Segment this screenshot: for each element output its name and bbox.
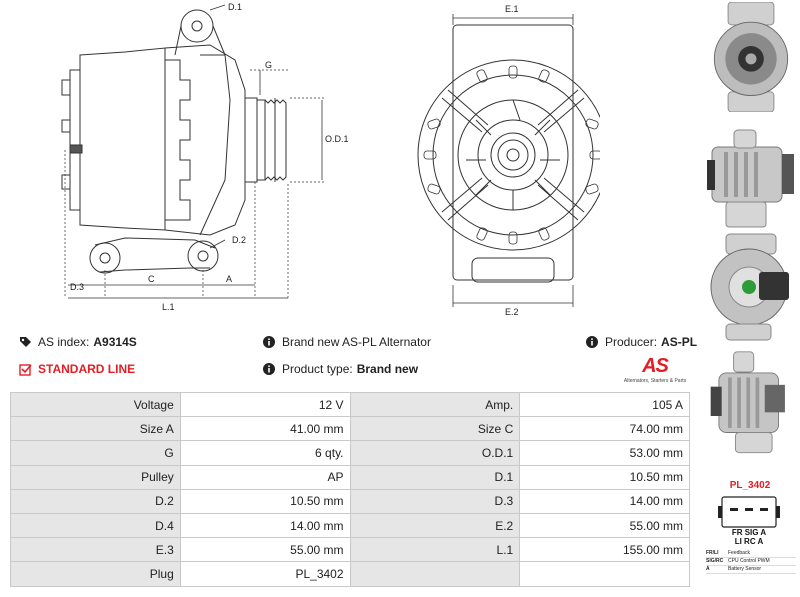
label-d2: D.2 [232,235,246,245]
technical-drawing: D.1 G O.D.1 D.2 D.3 C A L.1 [0,0,700,325]
spec-value: 10.50 mm [179,488,351,514]
spec-key: Voltage [10,391,181,418]
spec-key: D.3 [349,488,521,514]
standard-line-text: STANDARD LINE [38,362,136,376]
plug-legend-desc: CPU Control PWM [728,558,770,564]
spec-value: PL_3402 [179,561,351,587]
spec-value: 74.00 mm [519,416,690,442]
brand-new-row: Brand new AS-PL Alternator [262,335,431,349]
tag-icon [18,335,32,349]
front-view-drawing: E.1 E.2 [417,4,600,317]
product-type-row: Product type: Brand new [262,362,418,376]
plug-legend-item: FR/LI Feedback [706,550,796,558]
spec-key: D.1 [349,464,521,490]
plug-legend-item: A Battery Sensor [706,566,796,574]
product-photo-angle[interactable] [704,350,798,460]
label-d3: D.3 [70,282,84,292]
product-type-value: Brand new [356,362,419,376]
plug-legend-desc: Battery Sensor [728,566,762,572]
spec-value: 12 V [179,391,351,418]
spec-value: 105 A [519,391,690,418]
label-od1: O.D.1 [325,134,349,144]
spec-key: Amp. [349,391,521,418]
spec-value: 155.00 mm [519,537,690,563]
plug-diagram: FR SIG A LI RC A [718,496,780,546]
logo-tagline: Alternators, Starters & Parts [623,378,687,384]
spec-value: 14.00 mm [179,512,351,539]
spec-key: D.2 [10,488,181,514]
product-photos [700,0,800,470]
producer-value: AS-PL [661,335,698,349]
info-icon [585,335,599,349]
spec-key: Size A [10,416,181,442]
spec-value: AP [179,464,351,490]
logo-mark: AS [642,355,669,377]
spec-value: 55.00 mm [179,537,351,563]
spec-value: 10.50 mm [519,464,690,490]
label-e2: E.2 [505,307,519,317]
plug-legend-code: SIG/RC [706,558,724,564]
label-c: C [148,274,155,284]
spec-key: O.D.1 [349,440,521,466]
as-index-row: AS index: A9314S [18,335,137,349]
info-icon [262,335,276,349]
plug-legend-desc: Feedback [728,550,750,556]
label-a: A [226,274,232,284]
spec-value [519,561,690,587]
spec-value: 41.00 mm [179,416,351,442]
checkbox-icon [18,362,32,376]
info-icon [262,362,276,376]
product-photo-front[interactable] [704,2,798,112]
plug-legend-item: SIG/RC CPU Control PWM [706,558,796,566]
spec-key: G [10,440,181,466]
spec-key: Size C [349,416,521,442]
product-type-label: Product type: [282,362,353,376]
spec-key: E.3 [10,537,181,563]
spec-key: Pulley [10,464,181,490]
spec-key [349,561,521,587]
spec-key: D.4 [10,512,181,539]
producer-label: Producer: [605,335,658,349]
spec-value: 53.00 mm [519,440,690,466]
producer-row: Producer: AS-PL [585,335,697,349]
spec-value: 6 qty. [179,440,351,466]
as-index-value: A9314S [93,335,137,349]
label-d1: D.1 [228,2,242,12]
label-l1: L.1 [162,302,175,312]
spec-value: 14.00 mm [519,488,690,514]
standard-line-row: STANDARD LINE [18,362,135,376]
plug-pins-bottom: LI RC A [735,537,764,546]
spec-key: L.1 [349,537,521,563]
product-photo-side[interactable] [704,122,798,232]
plug-legend-code: A [706,566,710,572]
product-photo-rear[interactable] [704,232,798,342]
spec-key: E.2 [349,512,521,539]
as-pl-logo: AS Alternators, Starters & Parts [620,355,690,385]
spec-value: 55.00 mm [519,512,690,539]
side-view-drawing: D.1 G O.D.1 D.2 D.3 C A L.1 [61,2,349,312]
label-e1: E.1 [505,4,519,14]
brand-new-text: Brand new AS-PL Alternator [282,335,431,349]
plug-title: PL_3402 [729,480,771,491]
as-index-label: AS index: [38,335,90,349]
spec-key: Plug [10,561,181,587]
plug-pins-top: FR SIG A [732,528,767,537]
label-g: G [265,60,272,70]
plug-legend-code: FR/LI [706,550,719,556]
